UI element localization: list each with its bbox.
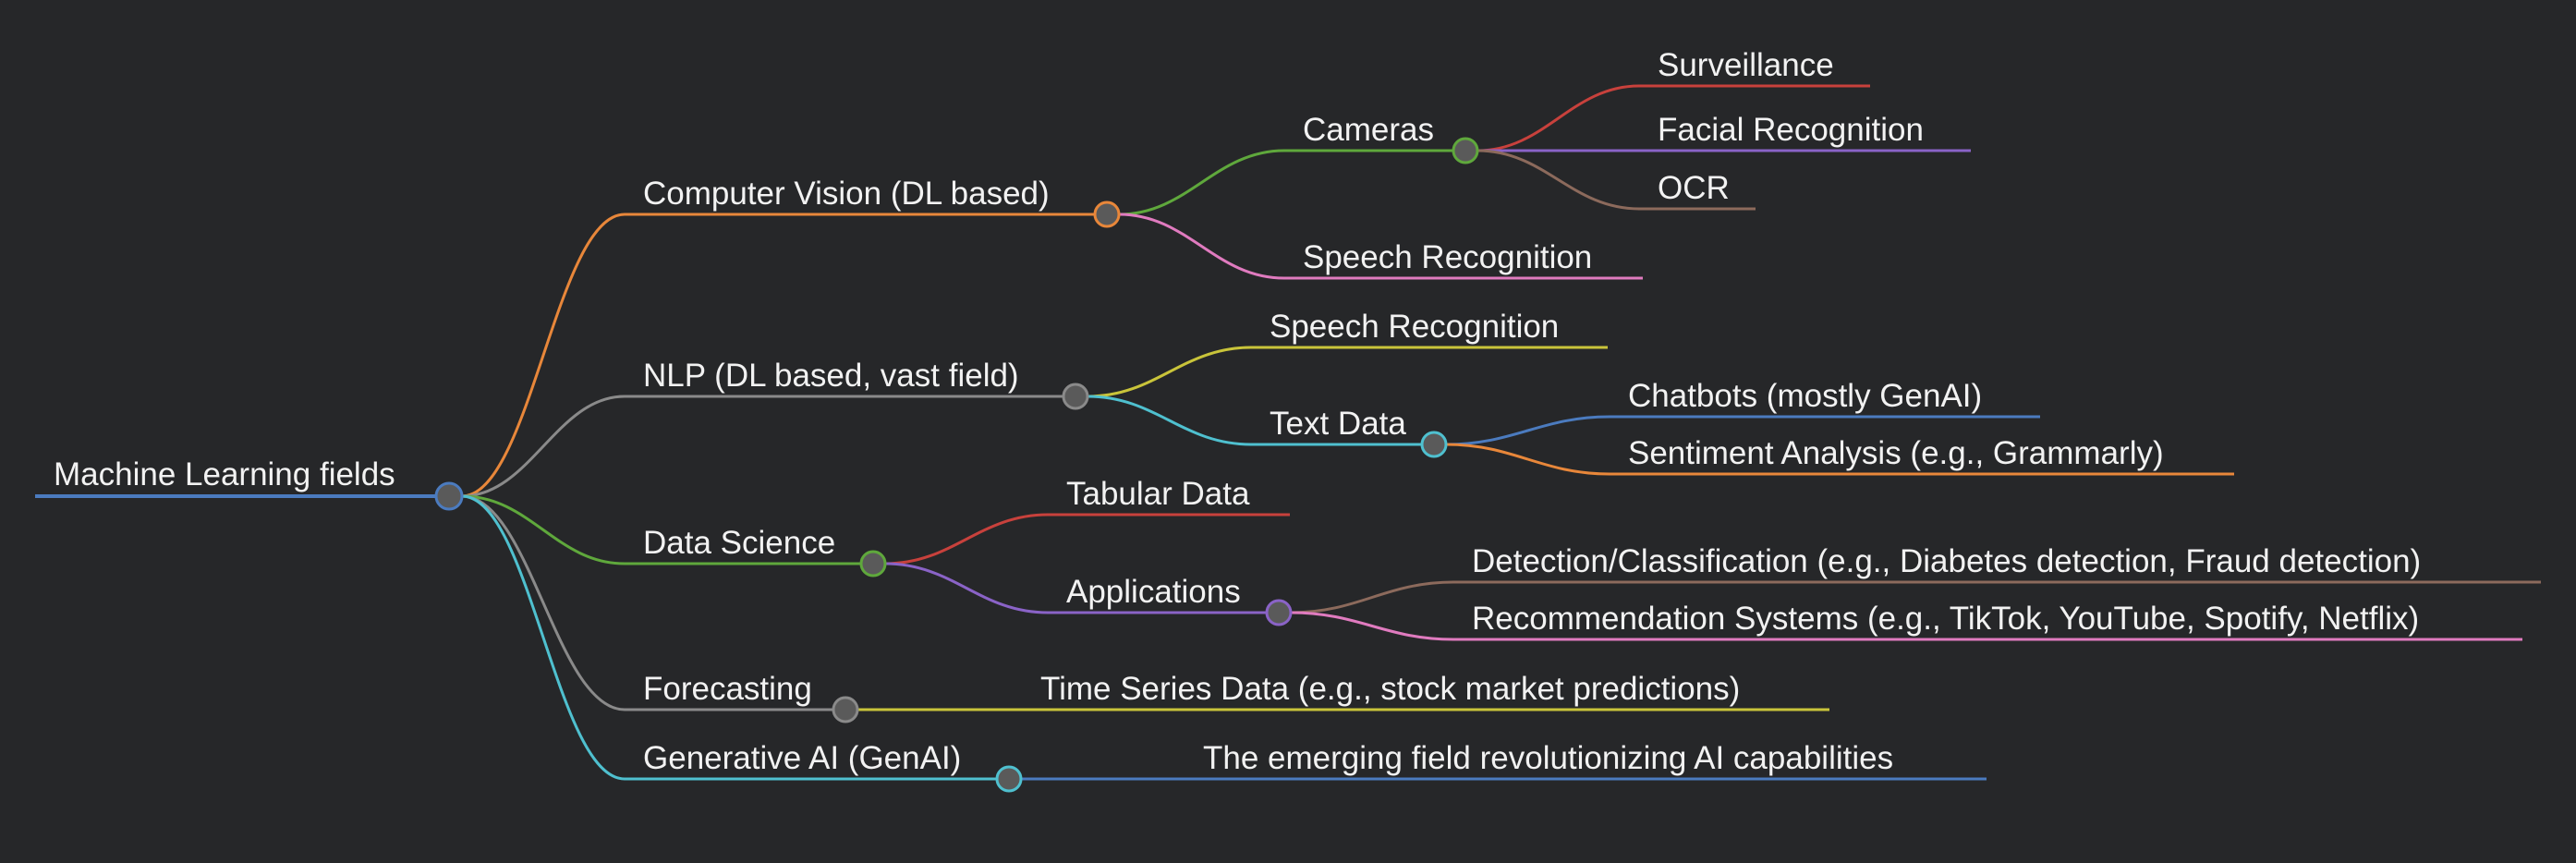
node-label-recommendation-systems-e-g-tiktok-youtube-spotify-netflix[interactable]: Recommendation Systems (e.g., TikTok, Yo… bbox=[1472, 601, 2419, 637]
collapse-toggle-data-science[interactable] bbox=[859, 550, 887, 577]
collapse-toggle-cameras[interactable] bbox=[1452, 137, 1479, 164]
connector-applications bbox=[884, 562, 1049, 614]
node-label-sentiment-analysis-e-g-grammarly[interactable]: Sentiment Analysis (e.g., Grammarly) bbox=[1628, 435, 2164, 471]
node-label-the-emerging-field-revolutionizing-ai-capabilities[interactable]: The emerging field revolutionizing AI ca… bbox=[1203, 740, 1893, 776]
connector-chatbots-mostly-genai bbox=[1445, 415, 1610, 446]
node-label-detection-classification-e-g-diabetes-detection-fraud-detection[interactable]: Detection/Classification (e.g., Diabetes… bbox=[1472, 543, 2421, 579]
connector-computer-vision-dl-based bbox=[461, 213, 626, 498]
connector-cameras bbox=[1118, 149, 1285, 216]
connector-ocr bbox=[1476, 149, 1640, 211]
collapse-toggle-nlp-dl-based-vast-field[interactable] bbox=[1062, 383, 1089, 410]
node-label-chatbots-mostly-genai[interactable]: Chatbots (mostly GenAI) bbox=[1628, 378, 1982, 414]
collapse-toggle-text-data[interactable] bbox=[1420, 431, 1448, 458]
connector-tabular-data bbox=[884, 513, 1049, 565]
node-label-ocr[interactable]: OCR bbox=[1658, 170, 1730, 206]
node-label-generative-ai-genai[interactable]: Generative AI (GenAI) bbox=[643, 740, 961, 776]
collapse-toggle-computer-vision-dl-based[interactable] bbox=[1093, 201, 1121, 228]
root-collapse-toggle[interactable] bbox=[434, 481, 464, 511]
connector-layer bbox=[35, 84, 2541, 781]
node-label-computer-vision-dl-based[interactable]: Computer Vision (DL based) bbox=[643, 176, 1050, 212]
connector-generative-ai-genai bbox=[461, 494, 626, 781]
node-label-applications[interactable]: Applications bbox=[1066, 574, 1241, 610]
node-label-forecasting[interactable]: Forecasting bbox=[643, 671, 812, 707]
node-label-speech-recognition[interactable]: Speech Recognition bbox=[1270, 309, 1559, 345]
connector-nlp-dl-based-vast-field bbox=[461, 395, 626, 498]
node-circle-layer bbox=[434, 137, 1479, 793]
connector-surveillance bbox=[1476, 84, 1640, 152]
connector-text-data bbox=[1087, 395, 1252, 446]
label-layer: Machine Learning fields Computer Vision (… bbox=[54, 47, 2421, 776]
node-label-data-science[interactable]: Data Science bbox=[643, 525, 835, 561]
root-label[interactable]: Machine Learning fields bbox=[54, 456, 395, 492]
connector-speech-recognition bbox=[1087, 346, 1252, 398]
node-label-text-data[interactable]: Text Data bbox=[1270, 406, 1406, 442]
collapse-toggle-generative-ai-genai[interactable] bbox=[995, 765, 1023, 793]
node-label-nlp-dl-based-vast-field[interactable]: NLP (DL based, vast field) bbox=[643, 358, 1019, 394]
node-label-time-series-data-e-g-stock-market-predictions[interactable]: Time Series Data (e.g., stock market pre… bbox=[1040, 671, 1740, 707]
connector-recommendation-systems-e-g-tiktok-youtube-spotify-netflix bbox=[1290, 611, 1454, 641]
collapse-toggle-applications[interactable] bbox=[1265, 599, 1293, 626]
node-label-tabular-data[interactable]: Tabular Data bbox=[1066, 476, 1250, 512]
node-label-speech-recognition[interactable]: Speech Recognition bbox=[1303, 239, 1592, 275]
connector-data-science bbox=[461, 494, 626, 565]
connector-speech-recognition bbox=[1118, 213, 1285, 280]
node-label-cameras[interactable]: Cameras bbox=[1303, 112, 1434, 148]
connector-sentiment-analysis-e-g-grammarly bbox=[1445, 443, 1610, 476]
connector-forecasting bbox=[461, 494, 626, 711]
collapse-toggle-forecasting[interactable] bbox=[832, 696, 859, 723]
node-label-facial-recognition[interactable]: Facial Recognition bbox=[1658, 112, 1924, 148]
connector-detection-classification-e-g-diabetes-detection-fraud-detection bbox=[1290, 580, 1454, 614]
node-label-surveillance[interactable]: Surveillance bbox=[1658, 47, 1834, 83]
